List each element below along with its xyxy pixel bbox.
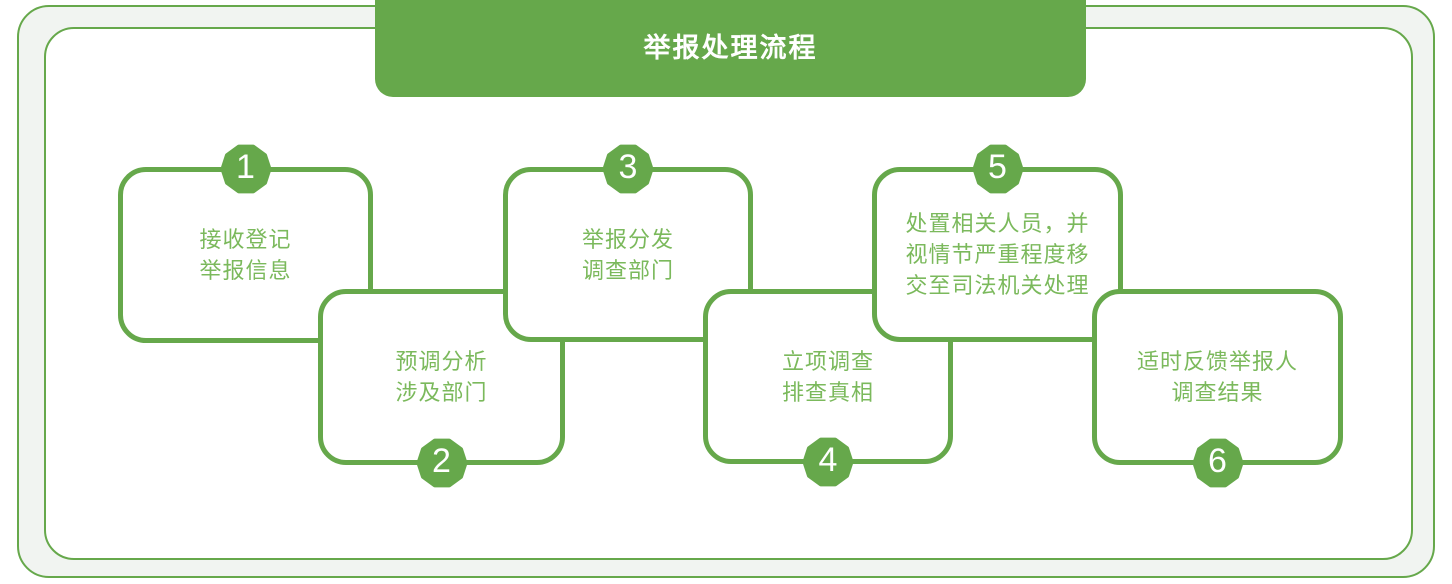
step-5-number-badge: 5 (972, 143, 1024, 195)
step-5-number: 5 (988, 148, 1007, 186)
step-line: 适时反馈举报人 (1136, 349, 1298, 374)
step-1-number-badge: 1 (220, 143, 272, 195)
decagon-badge-icon (602, 144, 654, 194)
step-line: 排查真相 (781, 379, 874, 405)
step-3-number-badge: 3 (602, 143, 654, 195)
step-3-label: 举报分发 调查部门 (582, 224, 674, 286)
step-4-label: 立项调查 排查真相 (782, 346, 874, 408)
step-1-number: 1 (236, 148, 255, 186)
decagon-badge-icon (972, 144, 1023, 194)
step-6-number: 6 (1208, 442, 1227, 480)
step-line: 处置相关人员，并 (905, 211, 1090, 236)
decagon-badge-icon (416, 438, 467, 488)
step-4-number-badge: 4 (802, 436, 854, 488)
step-line: 交至司法机关处理 (905, 273, 1090, 298)
step-line: 涉及部门 (395, 380, 488, 405)
step-line: 立项调查 (781, 348, 874, 374)
decagon-badge-icon (802, 437, 854, 487)
step-3-number: 3 (618, 148, 638, 186)
step-2-number-badge: 2 (416, 437, 468, 489)
step-2-label: 预调分析 涉及部门 (395, 346, 487, 408)
step-line: 视情节严重程度移 (905, 242, 1090, 267)
decagon-badge-icon (220, 144, 271, 194)
title-banner: 举报处理流程 (375, 0, 1086, 97)
step-line: 调查结果 (1171, 380, 1264, 405)
step-6-number-badge: 6 (1192, 437, 1244, 489)
step-5-label: 处置相关人员，并 视情节严重程度移 交至司法机关处理 (905, 208, 1089, 301)
page-title: 举报处理流程 (643, 33, 818, 63)
step-6-label: 适时反馈举报人 调查结果 (1137, 346, 1298, 408)
step-line: 举报信息 (199, 258, 292, 283)
step-line: 预调分析 (395, 349, 488, 374)
step-1-label: 接收登记 举报信息 (199, 224, 291, 286)
step-line: 接收登记 (199, 227, 292, 252)
step-line: 调查部门 (581, 257, 674, 283)
step-line: 举报分发 (581, 226, 674, 252)
step-4-number: 4 (818, 441, 838, 479)
decagon-badge-icon (1192, 438, 1243, 488)
step-box-5: 5 处置相关人员，并 视情节严重程度移 交至司法机关处理 (872, 144, 1123, 342)
step-box-2: 2 预调分析 涉及部门 (318, 289, 565, 488)
step-2-number: 2 (432, 442, 451, 480)
step-box-6: 6 适时反馈举报人 调查结果 (1092, 289, 1343, 488)
